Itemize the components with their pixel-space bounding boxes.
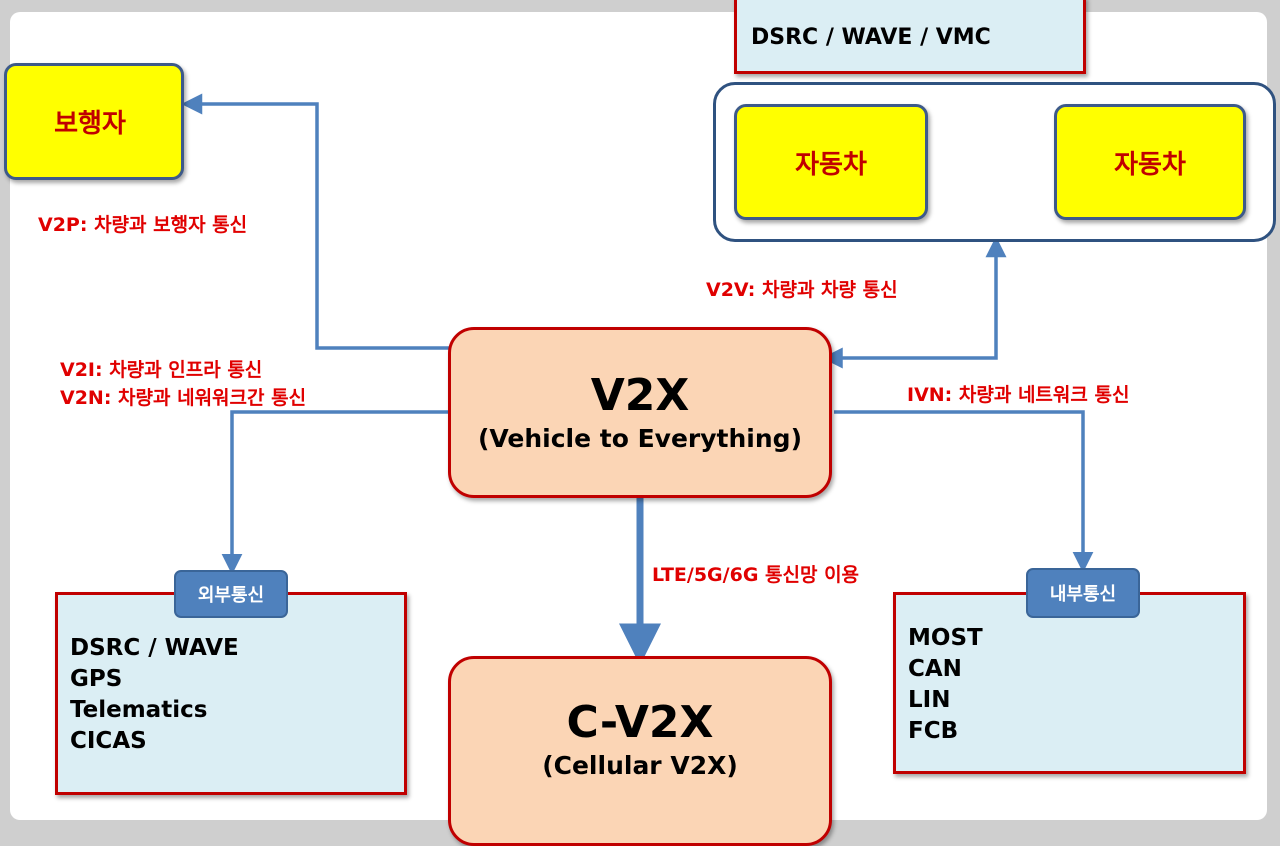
cv2x-node: C-V2X (Cellular V2X) bbox=[448, 656, 832, 846]
v2v-label: V2V: 차량과 차량 통신 bbox=[706, 279, 898, 301]
v2p-connector bbox=[181, 93, 450, 350]
car-right-label: 자동차 bbox=[1114, 149, 1186, 180]
pedestrian-label: 보행자 bbox=[54, 109, 126, 139]
internal-comm-badge: 내부통신 bbox=[1026, 568, 1140, 618]
v2i-label: V2I: 차량과 인프라 통신 bbox=[60, 359, 263, 381]
car-left-label: 자동차 bbox=[795, 149, 867, 180]
external-comm-box: DSRC / WAVE GPS Telematics CICAS bbox=[55, 592, 407, 795]
car-left-node: 자동차 bbox=[734, 104, 928, 220]
internal-comm-box: MOST CAN LIN FCB bbox=[893, 592, 1246, 774]
internal-item: CAN bbox=[908, 656, 962, 682]
v2x-title: V2X bbox=[590, 369, 690, 421]
cv2x-title: C-V2X bbox=[566, 697, 714, 748]
external-item: CICAS bbox=[70, 728, 147, 754]
lte-label: LTE/5G/6G 통신망 이용 bbox=[652, 564, 860, 586]
external-connector bbox=[221, 410, 450, 575]
external-item: GPS bbox=[70, 666, 123, 692]
internal-connector bbox=[834, 410, 1094, 573]
v2v-connector bbox=[821, 236, 1007, 369]
car-right-node: 자동차 bbox=[1054, 104, 1246, 220]
v2n-label: V2N: 차량과 네워워크간 통신 bbox=[60, 387, 307, 409]
external-item: Telematics bbox=[70, 697, 208, 723]
v2x-subtitle: (Vehicle to Everything) bbox=[478, 423, 802, 453]
cv2x-subtitle: (Cellular V2X) bbox=[542, 751, 738, 780]
internal-item: MOST bbox=[908, 625, 983, 651]
ivn-label: IVN: 차량과 네트워크 통신 bbox=[907, 384, 1130, 406]
external-item: DSRC / WAVE bbox=[70, 635, 239, 661]
external-comm-badge: 외부통신 bbox=[174, 570, 288, 618]
internal-item: FCB bbox=[908, 718, 959, 744]
top-protocol-text: DSRC / WAVE / VMC bbox=[751, 25, 991, 50]
pedestrian-node: 보행자 bbox=[4, 63, 184, 180]
v2x-node: V2X (Vehicle to Everything) bbox=[448, 327, 832, 498]
top-protocol-box: DSRC / WAVE / VMC bbox=[734, 0, 1086, 74]
internal-item: LIN bbox=[908, 687, 951, 713]
v2p-label: V2P: 차량과 보행자 통신 bbox=[38, 214, 248, 236]
